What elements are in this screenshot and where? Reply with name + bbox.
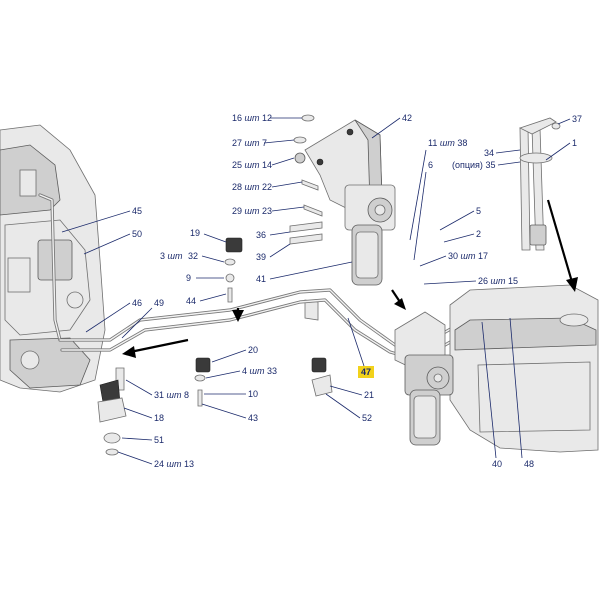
svg-text:36: 36 [256, 230, 266, 240]
svg-text:19: 19 [190, 228, 200, 238]
svg-text:(опция) 35: (опция) 35 [452, 160, 495, 170]
callout-20: 20 [211, 345, 258, 363]
callout-23: 29 шт 23 [232, 206, 305, 216]
callout-13: 24 шт 13 [117, 451, 194, 469]
assembly-arrows [122, 199, 578, 358]
callout-40: 40 [481, 321, 502, 469]
callout-50: 50 [83, 229, 142, 255]
callout-7: 27 шт 7 [232, 138, 295, 148]
engine-block [0, 124, 106, 393]
callout-42: 42 [371, 113, 412, 139]
callout-9: 9 [186, 273, 224, 283]
lower-left-parts [97, 367, 127, 456]
callout-14: 25 шт 14 [232, 157, 295, 170]
svg-text:43: 43 [248, 413, 258, 423]
fuel-filter-upper [344, 184, 396, 286]
fuel-filter-lower [394, 311, 454, 446]
callout-18: 18 [123, 407, 164, 423]
callout-1: 1 [545, 138, 577, 161]
callout-6: 6 [413, 160, 433, 261]
svg-text:16 шт 12: 16 шт 12 [232, 113, 272, 123]
svg-text:29 шт 23: 29 шт 23 [232, 206, 272, 216]
svg-text:31 шт 8: 31 шт 8 [154, 390, 189, 400]
callout-21: 21 [329, 385, 374, 400]
callout-44: 44 [186, 293, 227, 306]
callout-49: 49 [121, 298, 164, 339]
svg-text:45: 45 [132, 206, 142, 216]
svg-text:10: 10 [248, 389, 258, 399]
svg-text:44: 44 [186, 296, 196, 306]
svg-text:1: 1 [572, 138, 577, 148]
callout-4: 4 шт 33 [205, 366, 277, 379]
callout-34: 34 [484, 148, 521, 158]
callout-10: 10 [204, 389, 258, 399]
callout-19: 19 [190, 228, 227, 243]
svg-text:47: 47 [361, 367, 371, 377]
callout-36: 36 [256, 230, 291, 240]
svg-text:24 шт 13: 24 шт 13 [154, 459, 194, 469]
svg-text:39: 39 [256, 252, 266, 262]
svg-text:41: 41 [256, 274, 266, 284]
svg-text:50: 50 [132, 229, 142, 239]
callout-52: 52 [325, 393, 372, 423]
svg-text:30 шт 17: 30 шт 17 [448, 251, 488, 261]
svg-text:27 шт 7: 27 шт 7 [232, 138, 267, 148]
callout-47: 47 [347, 317, 374, 378]
svg-text:25 шт 14: 25 шт 14 [232, 160, 272, 170]
svg-text:26 шт 15: 26 шт 15 [478, 276, 518, 286]
svg-text:9: 9 [186, 273, 191, 283]
callout-46: 46 [85, 298, 142, 333]
callout-12: 16 шт 12 [232, 113, 302, 123]
svg-text:21: 21 [364, 390, 374, 400]
svg-text:52: 52 [362, 413, 372, 423]
callout-35: (опция) 35 [452, 160, 521, 170]
callout-37: 37 [557, 114, 582, 125]
svg-text:4 шт 33: 4 шт 33 [242, 366, 277, 376]
svg-text:18: 18 [154, 413, 164, 423]
callout-51: 51 [121, 435, 164, 445]
svg-text:20: 20 [248, 345, 258, 355]
svg-text:28 шт 22: 28 шт 22 [232, 182, 272, 192]
fuel-sender [518, 117, 561, 251]
callout-43: 43 [201, 403, 258, 423]
svg-text:32: 32 [188, 251, 198, 261]
callout-39: 39 [256, 243, 291, 262]
svg-text:46: 46 [132, 298, 142, 308]
svg-text:5: 5 [476, 206, 481, 216]
svg-text:49: 49 [154, 298, 164, 308]
callout-8: 31 шт 8 [125, 379, 189, 400]
svg-text:48: 48 [524, 459, 534, 469]
callout-11: 11 шт 38 [409, 138, 467, 241]
callout-17: 30 шт 17 [419, 251, 488, 267]
callout-2: 2 [443, 229, 481, 243]
svg-text:40: 40 [492, 459, 502, 469]
callout-3: 3 шт 32 [160, 251, 225, 263]
svg-text:51: 51 [154, 435, 164, 445]
svg-text:6: 6 [428, 160, 433, 170]
callout-15: 26 шт 15 [423, 276, 518, 286]
svg-text:37: 37 [572, 114, 582, 124]
svg-text:42: 42 [402, 113, 412, 123]
svg-text:3 шт: 3 шт [160, 251, 183, 261]
svg-text:2: 2 [476, 229, 481, 239]
svg-text:34: 34 [484, 148, 494, 158]
clamps-and-fittings [194, 237, 333, 407]
callout-41: 41 [256, 261, 353, 284]
svg-text:11 шт 38: 11 шт 38 [428, 138, 467, 148]
bolts-washers [289, 114, 323, 245]
fuel-tank [449, 284, 599, 453]
callout-22: 28 шт 22 [232, 181, 303, 192]
callout-5: 5 [439, 206, 481, 231]
callout-48: 48 [509, 317, 534, 469]
callout-45: 45 [61, 206, 142, 233]
